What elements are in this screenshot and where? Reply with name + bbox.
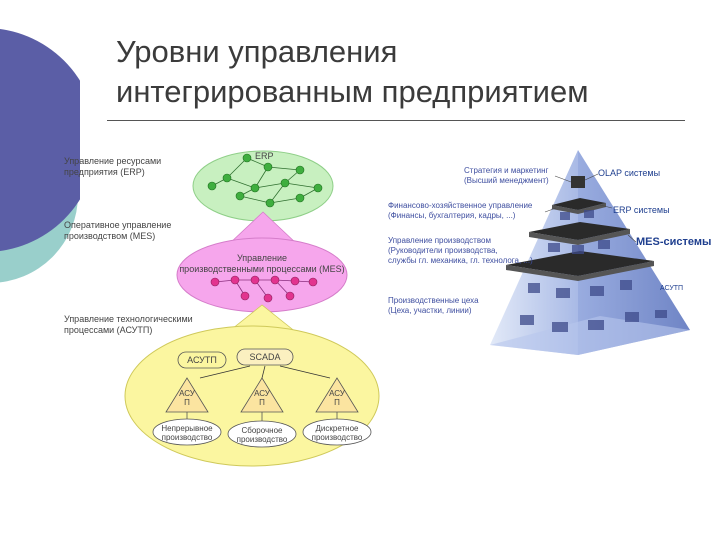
process-continuous: Непрерывное производство <box>161 424 213 442</box>
mes-node-label: Управление производственными процессами … <box>179 253 345 274</box>
pyramid-level-1-label: Стратегия и маркетинг (Высший менеджмент… <box>464 166 549 185</box>
pyramid-level-4-label: Производственные цеха (Цеха, участки, ли… <box>388 296 479 315</box>
erp-nodes <box>207 153 323 208</box>
pyramid-level-1-system: OLAP системы <box>598 168 661 178</box>
acs-arrows <box>199 365 331 379</box>
acs-node-3: АСУ П <box>329 389 345 407</box>
title-line-1: Уровни управления <box>116 34 398 69</box>
process-discrete: Дискретное производство <box>311 424 363 442</box>
title-line-2: интегрированным предприятием <box>116 74 589 109</box>
mes-nodes <box>210 275 318 303</box>
scada-box <box>236 348 294 366</box>
acs-node-1: АСУ П <box>179 389 195 407</box>
pyramid-level-3-label: Управление производством (Руководители п… <box>388 236 533 265</box>
pyramid-level-3-system: MES-системы <box>636 236 712 248</box>
process-assembly: Сборочное производство <box>236 426 288 444</box>
acutp-box <box>177 351 227 369</box>
acs-node-2: АСУ П <box>254 389 270 407</box>
acs-process-links <box>186 412 338 421</box>
acs-triangles <box>165 377 359 413</box>
erp-node-label: ERP <box>255 151 274 161</box>
pyramid-level-4-system: АСУТП <box>660 285 684 292</box>
pyramid-level-2-label: Финансово-хозяйственное управление (Фина… <box>388 201 533 220</box>
pyramid-illustration <box>490 150 690 355</box>
acutp-label: АСУТП <box>187 355 217 365</box>
scada-label: SCADA <box>249 352 281 362</box>
acs-level-label: Управление технологическими процессами (… <box>64 314 193 335</box>
mes-level-ellipse <box>176 237 348 313</box>
decorative-corner-circles <box>0 29 80 283</box>
pyramid-level-2-system: ERP системы <box>613 205 670 215</box>
erp-level-label: Управление ресурсами предприятия (ERP) <box>64 156 162 177</box>
page-title: Уровни управления интегрированным предпр… <box>116 32 589 112</box>
mes-level-label: Оперативное управление производством (ME… <box>64 220 172 241</box>
title-divider <box>107 120 685 121</box>
